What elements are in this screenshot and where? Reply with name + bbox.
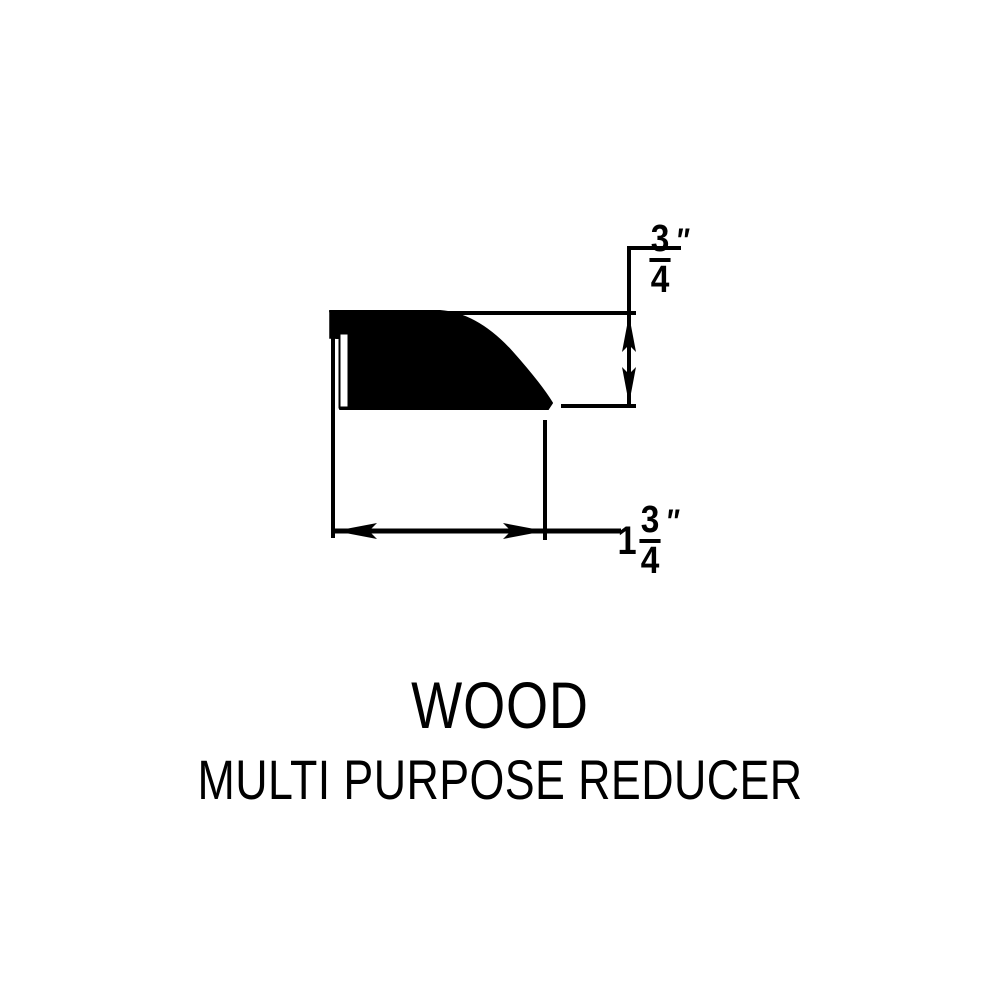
profile-left-notch-outline bbox=[338, 332, 350, 409]
height-fraction: 3 4 bbox=[649, 218, 671, 301]
height-fraction-bar bbox=[649, 257, 671, 262]
profile-body-fill bbox=[334, 312, 550, 408]
width-fraction: 3 4 bbox=[639, 499, 661, 582]
caption-secondary-line: MULTI PURPOSE REDUCER bbox=[197, 748, 803, 811]
height-denominator: 4 bbox=[650, 258, 670, 301]
height-arrowhead-top bbox=[622, 315, 636, 352]
height-dimension-group bbox=[622, 246, 681, 406]
width-fraction-bar bbox=[639, 538, 661, 543]
height-numerator: 3 bbox=[650, 218, 670, 260]
width-arrowhead-right bbox=[503, 523, 545, 539]
width-whole-number: 1 bbox=[617, 518, 637, 563]
profile-shape-group bbox=[329, 310, 553, 410]
caption-block: WOOD MULTI PURPOSE REDUCER bbox=[0, 672, 1000, 808]
height-dimension-label: 3 4 ″ bbox=[648, 218, 690, 301]
caption-primary-line: WOOD bbox=[411, 668, 589, 742]
width-denominator: 4 bbox=[640, 539, 660, 582]
height-arrowhead-bottom bbox=[622, 367, 636, 404]
height-dimension-leader bbox=[627, 246, 681, 313]
width-arrowhead-left bbox=[335, 523, 377, 539]
width-inch-mark: ″ bbox=[665, 503, 679, 541]
height-inch-mark: ″ bbox=[675, 222, 689, 260]
extension-lines-group bbox=[331, 311, 636, 540]
width-dimension-label: 1 3 4 ″ bbox=[616, 499, 681, 582]
width-numerator: 3 bbox=[640, 499, 660, 541]
width-dimension-group bbox=[333, 523, 621, 539]
profile-left-notch-relief bbox=[339, 333, 349, 408]
